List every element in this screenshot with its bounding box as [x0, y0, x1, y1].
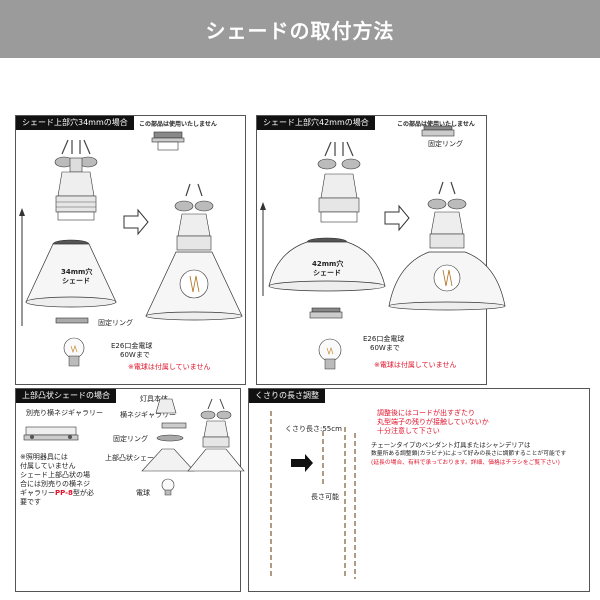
socket-icon — [317, 141, 361, 223]
assembled-34-icon — [145, 183, 243, 321]
fixture-body-icon — [155, 398, 177, 414]
panel-34mm-illustration — [19, 131, 243, 367]
fixing-ring-icon — [309, 307, 343, 319]
socket-icon — [54, 139, 98, 221]
ring-label-42: 固定リング — [428, 140, 463, 148]
right-arrow-icon — [384, 204, 410, 232]
right-arrow-icon — [123, 208, 149, 236]
convex-shade-label: 上部凸状シェード — [105, 454, 161, 462]
bulb-label-42a: E26口金電球 — [363, 335, 405, 343]
bulb-icon — [63, 337, 85, 367]
right-arrow-icon — [291, 454, 313, 472]
bulb-label-42b: 60Wまで — [370, 344, 400, 352]
unused-ring-icon — [421, 125, 455, 137]
chain-note-1: チェーンタイプのペンダント灯具またはシャンデリアは — [371, 441, 531, 449]
red-note-3: 十分注意して下さい — [377, 427, 440, 435]
ring-label-convex: 固定リング — [113, 435, 148, 443]
bulb-note-42: ※電球は付属していません — [374, 361, 457, 369]
gallery-part-icon — [161, 422, 187, 429]
panel-42mm-header: シェード上部穴42mmの場合 — [257, 116, 375, 130]
bulb-icon — [318, 338, 342, 370]
adjustable-label: 長さ可能 — [311, 493, 339, 501]
convex-note-1: ※照明器具には — [20, 453, 68, 461]
gallery-part-label: 横ネジギャラリー — [120, 411, 176, 419]
assembled-42-icon — [388, 181, 506, 311]
convex-note-4: 合には別売りの横ネジ — [20, 480, 90, 488]
panel-chain-header: くさりの長さ調整 — [249, 389, 325, 403]
hole-label-42: 42mm穴 — [312, 260, 344, 268]
fixing-ring-icon — [156, 434, 184, 442]
panel-42mm-illustration — [260, 125, 506, 370]
bulb-label-34b: 60Wまで — [120, 351, 150, 359]
gallery-icon — [23, 426, 79, 441]
convex-bulb-icon — [161, 478, 175, 496]
chain-red-note-2: (延長の場合、有料で承っております。詳細、価格はチラシをご覧下さい) — [371, 460, 560, 466]
chain-length-label: くさり長さ:55cm — [285, 425, 342, 433]
short-chain-icon — [322, 427, 356, 579]
convex-note-5a: ギャラリー — [20, 489, 55, 497]
convex-shade-icon — [141, 448, 195, 472]
title-banner: シェードの取付方法 — [0, 0, 600, 58]
convex-note-2: 付属していません — [20, 462, 76, 470]
shade-34-icon — [25, 239, 117, 308]
not-used-label: この部品は使用いたしません — [397, 121, 475, 128]
assembled-convex-icon — [187, 398, 245, 472]
convex-bulb-label: 電球 — [136, 489, 150, 497]
gallery-label: 別売り横ネジギャラリー — [26, 409, 103, 417]
panel-chain-illustration — [270, 411, 356, 579]
fixing-ring-icon — [55, 317, 89, 324]
panel-chain-length: くさりの長さ調整 くさり長さ:55cm 長さ可能 調整後にはコードが出すぎたり … — [248, 388, 590, 592]
ring-label-34: 固定リング — [98, 319, 133, 327]
hole-label-34: 34mm穴 — [61, 268, 93, 276]
convex-note-model: PP-8 — [55, 489, 73, 497]
shade-label-34: シェード — [62, 277, 90, 285]
red-note-1: 調整後にはコードが出すぎたり — [377, 409, 475, 417]
convex-note-tail: 型が必 — [72, 489, 94, 497]
panel-convex-shade: 上部凸状シェードの場合 別売り横ネジギャラリー 灯具本体 横ネジギャラリー 固定… — [15, 388, 245, 592]
bulb-note-34: ※電球は付属していません — [128, 363, 211, 371]
panel-convex-header: 上部凸状シェードの場合 — [16, 389, 116, 403]
panel-42mm: シェード上部穴42mmの場合 この部品は使用いたしません 固定リング — [256, 115, 506, 385]
not-used-label: この部品は使用いたしません — [139, 121, 217, 128]
shade-42-icon — [268, 237, 386, 292]
chain-note-2: 数量所ある調整鎖(カラビナ)によって好みの長さに調節することが可能です — [371, 451, 567, 457]
fixture-label: 灯具本体 — [140, 395, 168, 403]
panel-34mm: シェード上部穴34mmの場合 この部品は使用いたしません — [15, 115, 246, 385]
panel-convex-illustration — [23, 398, 245, 496]
panel-34mm-header: シェード上部穴34mmの場合 — [16, 116, 134, 130]
red-note-2: 丸型端子の残りが接触していないか — [377, 418, 489, 426]
unused-ring-icon — [151, 131, 185, 151]
shade-label-42: シェード — [313, 269, 341, 277]
convex-note-3: シェード上部凸状の場 — [20, 471, 90, 479]
page-title: シェードの取付方法 — [205, 18, 395, 43]
convex-note-6: 要です — [20, 498, 41, 506]
convex-note-5: ギャラリーPP-8型が必 — [20, 489, 94, 498]
bulb-label-34a: E26口金電球 — [111, 342, 153, 350]
